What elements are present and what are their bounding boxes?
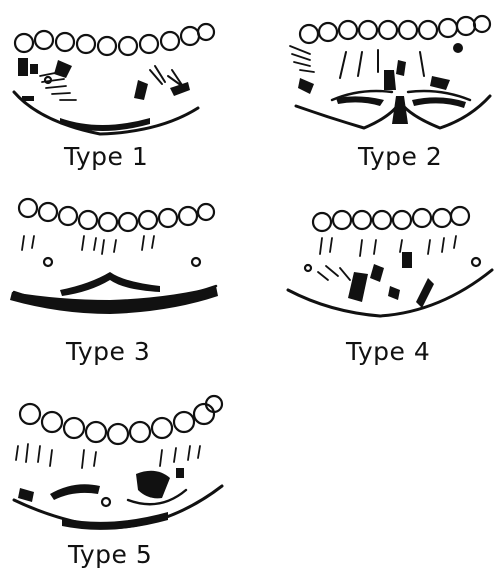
caption-type-4: Type 4	[346, 337, 430, 366]
caption-type-5: Type 5	[68, 540, 152, 569]
panel-type-5-drawing	[14, 396, 222, 530]
caption-type-2: Type 2	[358, 142, 442, 171]
caption-type-3: Type 3	[66, 337, 150, 366]
panel-type-3-drawing	[10, 199, 218, 314]
panel-type-2-drawing	[290, 16, 490, 128]
panel-type-1-drawing	[14, 24, 214, 134]
caption-type-1: Type 1	[64, 142, 148, 171]
panel-type-4-drawing	[288, 207, 492, 316]
